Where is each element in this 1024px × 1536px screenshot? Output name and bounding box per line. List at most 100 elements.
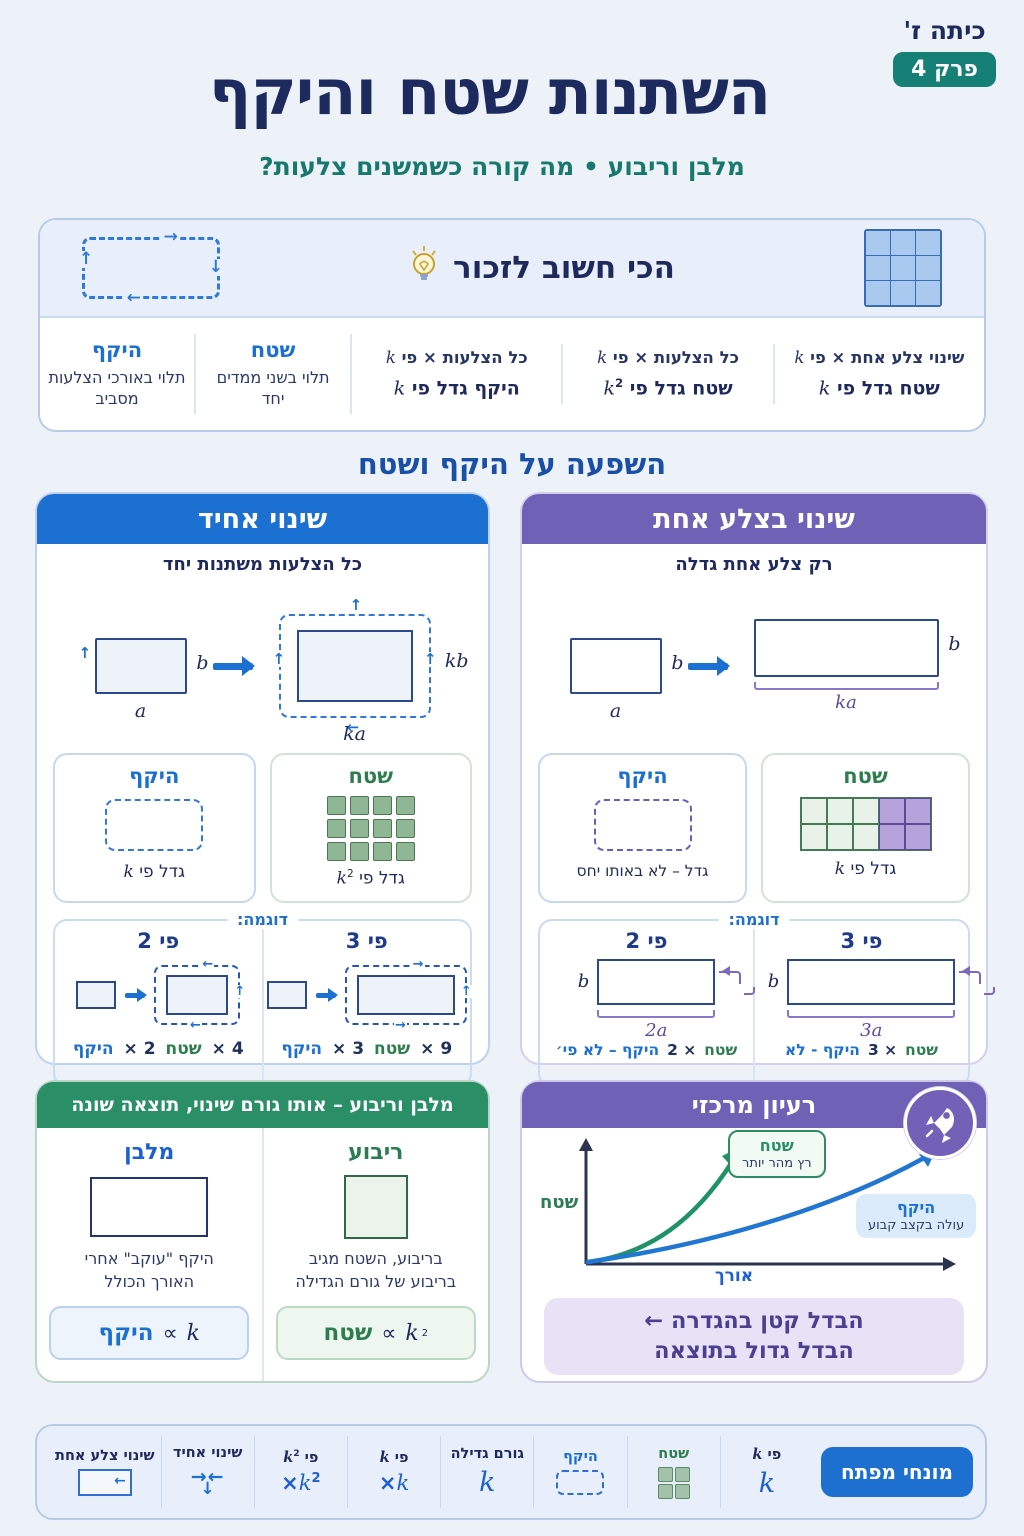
uniform-arrows-icon: ←→ ↓: [190, 1465, 225, 1499]
grade-label: כיתה ז': [903, 16, 986, 45]
mini-expand-icon: ↑: [459, 983, 473, 999]
growth-graph: שטח אורך שטח רץ מהר יותר היקף עולה בקצב …: [530, 1130, 978, 1290]
cycle-arrow-left-icon: ←: [124, 288, 143, 308]
central-idea-card: רעיון מרכזי שטח אורך: [520, 1080, 988, 1383]
term-uniform-change: שינוי אחיד ←→ ↓: [162, 1436, 255, 1508]
label-a: a: [609, 700, 622, 722]
one-side-change-card: שינוי בצלע אחת רק צלע אחת גדלה b a b ka …: [520, 492, 996, 1087]
y-axis-label: שטח: [540, 1192, 579, 1213]
uniform-card-title: שינוי אחיד: [37, 494, 488, 544]
mini-arrow-icon: [125, 987, 148, 1002]
square-column: ריבוע בריבוע, השטח מגיב בריבוע של גורם ה…: [261, 1128, 489, 1381]
one-side-example-x2: פי 2 b 2a היקף – לא פי׳: [540, 921, 756, 1085]
rocket-icon: [904, 1087, 976, 1159]
rectangle-column: מלבן היקף "עוקב" אחרי האורך הכולל היקף ∝…: [37, 1128, 262, 1381]
cycle-arrow-up-icon: ↑: [77, 249, 96, 270]
one-side-example-x3: פי 3 b 3a היקף - לא: [753, 921, 996, 1085]
dashed-perimeter-icon: [556, 1470, 605, 1495]
expand-left-icon: ↑: [271, 650, 287, 668]
area-grid-icon: [657, 1466, 690, 1499]
section-heading: השפעה על היקף ושטח: [357, 447, 667, 481]
area-curve-badge: שטח רץ מהר יותר: [728, 1130, 826, 1179]
scaled-rectangle: ↑ ↑ ↑ ← kb ka: [271, 598, 469, 745]
page-subtitle: מלבן וריבוע • מה קורה כשמשנים צלעות?: [259, 152, 745, 181]
mini-arrow-icon: [315, 987, 338, 1002]
lightbulb-icon: [409, 246, 439, 290]
one-side-card-title: שינוי בצלע אחת: [522, 494, 986, 544]
uniform-x2-caption: היקף× 2 שטח× 4: [72, 1039, 244, 1059]
mini-expand-icon: →: [393, 1018, 407, 1033]
expand-right-icon: ↑: [422, 650, 438, 668]
rectangle-shape: [90, 1177, 209, 1237]
remember-heading: הכי חשוב לזכור: [453, 250, 675, 286]
example-legend: דוגמה:: [226, 910, 299, 929]
mini-expand-icon: ←: [189, 1018, 202, 1033]
uniform-diagram: ↑ b a ↑ ↑ ↑ ← kb ka: [37, 591, 488, 746]
length-bracket: [787, 1010, 956, 1018]
label-kb: kb: [444, 650, 469, 672]
remember-col-all-sides-area: כל הצלעות × פי k שטח גדל פי k2: [563, 344, 775, 404]
uniform-perimeter-panel: היקף גדל פי k: [53, 753, 256, 903]
x-axis-label: אורך: [714, 1266, 754, 1286]
stretch-hook-icon: [719, 966, 742, 984]
area-grid-icon: [326, 796, 415, 861]
remember-columns: שינוי צלע אחת × פי k שטח גדל פי k כל הצל…: [40, 318, 984, 430]
term-perimeter: היקף: [534, 1436, 628, 1508]
label-b: b: [196, 652, 209, 674]
uniform-example-x2: פי 2 ← ↑ ← היקף× 2 שטח× 4: [55, 921, 262, 1085]
dashed-perimeter-icon: [105, 799, 204, 851]
example-rectangle: [597, 959, 756, 1005]
key-terms-pill: מונחי מפתח: [820, 1447, 973, 1497]
remember-heading-row: הכי חשוב לזכור: [409, 246, 675, 290]
page-title: השתנות שטח והיקף: [208, 56, 771, 129]
expand-up-icon: ↑: [348, 596, 364, 614]
key-terms-strip: מונחי מפתח פי k k שטח היקף גורם גדילה k …: [35, 1424, 987, 1520]
uniform-example-x3: פי 3 → ↑ → היקף× 3 שטח× 9: [261, 921, 473, 1085]
remember-box: הכי חשוב לזכור → ↓ ← ↑: [38, 218, 986, 432]
compare-card: מלבן וריבוע – אותו גורם שינוי, תוצאה שונ…: [35, 1080, 490, 1383]
remember-col-one-side: שינוי צלע אחת × פי k שטח גדל פי k: [794, 348, 965, 400]
original-rectangle: ↑ b a: [79, 638, 209, 722]
uniform-example-x3-diagram: → ↑ →: [264, 953, 473, 1037]
cycle-rectangle-icon: → ↓ ← ↑: [77, 229, 226, 307]
mini-expand-icon: ←: [201, 957, 215, 972]
perimeter-formula: היקף ∝ k: [49, 1306, 250, 1361]
one-side-x3-caption: היקף - לא 3 × שטח: [784, 1041, 939, 1059]
chapter-badge: פרק 4: [893, 52, 996, 87]
uniform-x3-caption: היקף× 3 שטח× 9: [281, 1039, 453, 1059]
label-b: b: [948, 633, 961, 655]
small-up-arrow-icon: ↑: [78, 644, 92, 662]
term-area: שטח: [628, 1436, 721, 1508]
grade-badge: כיתה ז' פרק 4: [893, 16, 996, 87]
remember-col-area-def: שטח תלוי בשני ממדים יחד: [196, 334, 353, 414]
expand-bottom-icon: ←: [345, 718, 361, 736]
term-one-side-change: שינוי צלע אחת ←: [49, 1436, 162, 1508]
one-side-rect-icon: ←: [77, 1469, 132, 1496]
term-times-k: פי k ×k: [348, 1436, 442, 1508]
one-side-card-subtitle: רק צלע אחת גדלה: [675, 554, 833, 575]
area-extended-grid-icon: [799, 797, 932, 851]
blue-grid-icon: [864, 229, 942, 307]
term-times-k2: פי k2 ×k2: [255, 1436, 348, 1508]
square-shape: [343, 1175, 408, 1239]
one-side-area-panel: שטח גדל פי k: [761, 753, 970, 903]
cycle-arrow-right-icon: →: [161, 227, 180, 247]
uniform-card-subtitle: כל הצלעות משתנות יחד: [162, 554, 363, 575]
transform-arrow-icon: [212, 656, 255, 676]
cycle-arrow-down-icon: ↓: [206, 257, 226, 278]
graph-canvas: [579, 1138, 956, 1271]
term-growth-factor: גורם גדילה k: [441, 1436, 535, 1508]
label-a: a: [134, 700, 147, 722]
label-ka: ka: [343, 723, 366, 745]
length-bracket: [753, 682, 939, 690]
example-legend: דוגמה:: [718, 910, 790, 929]
one-side-diagram: b a b ka: [522, 591, 986, 741]
example-rectangle: [787, 959, 996, 1005]
remember-header: הכי חשוב לזכור → ↓ ← ↑: [40, 220, 984, 318]
original-rectangle: b a: [569, 638, 684, 722]
uniform-example-x2-diagram: ← ↑ ←: [55, 953, 262, 1037]
remember-col-all-sides-perimeter: כל הצלעות × פי k היקף גדל פי k: [352, 344, 564, 404]
uniform-change-card: שינוי אחיד כל הצלעות משתנות יחד ↑ b a ↑ …: [35, 492, 490, 1087]
